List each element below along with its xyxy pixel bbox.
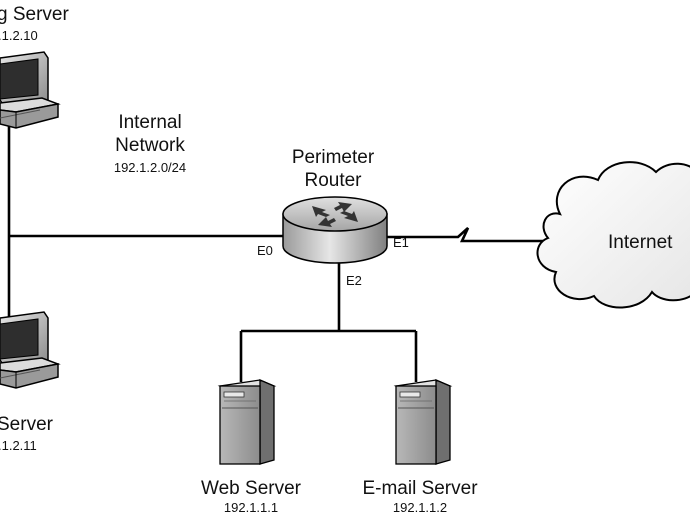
internet-label: Internet [608, 232, 673, 253]
web-server-name-label: Web Server [201, 478, 302, 499]
router-interface-e1-label: E1 [393, 235, 409, 250]
email-server-ip-label: 192.1.1.2 [393, 500, 447, 515]
top-server-name-label: g Server [0, 4, 69, 25]
top-server-computer-icon [0, 51, 61, 129]
router-interface-e2-label: E2 [346, 273, 362, 288]
e1-serial-link-wire [386, 227, 545, 243]
internal-network-label-line2: Network [115, 135, 185, 156]
top-server-ip-label: .1.2.10 [0, 28, 38, 43]
bottom-server-name-label: Server [0, 414, 54, 435]
web-server-ip-label: 192.1.1.1 [224, 500, 278, 515]
email-server-name-label: E-mail Server [362, 478, 478, 499]
web-server-tower-icon [217, 379, 277, 465]
router-label-line1: Perimeter [292, 147, 375, 168]
router-label-line2: Router [304, 170, 362, 191]
bottom-server-computer-icon [0, 311, 61, 389]
router-interface-e0-label: E0 [257, 243, 273, 258]
internet-cloud-icon [536, 161, 690, 309]
perimeter-router-icon [282, 196, 388, 264]
email-server-tower-icon [393, 379, 453, 465]
bottom-server-ip-label: .1.2.11 [0, 438, 37, 453]
internal-network-label-line1: Internal [118, 112, 181, 133]
wires [7, 118, 545, 382]
internal-network-subnet-label: 192.1.2.0/24 [114, 160, 186, 175]
